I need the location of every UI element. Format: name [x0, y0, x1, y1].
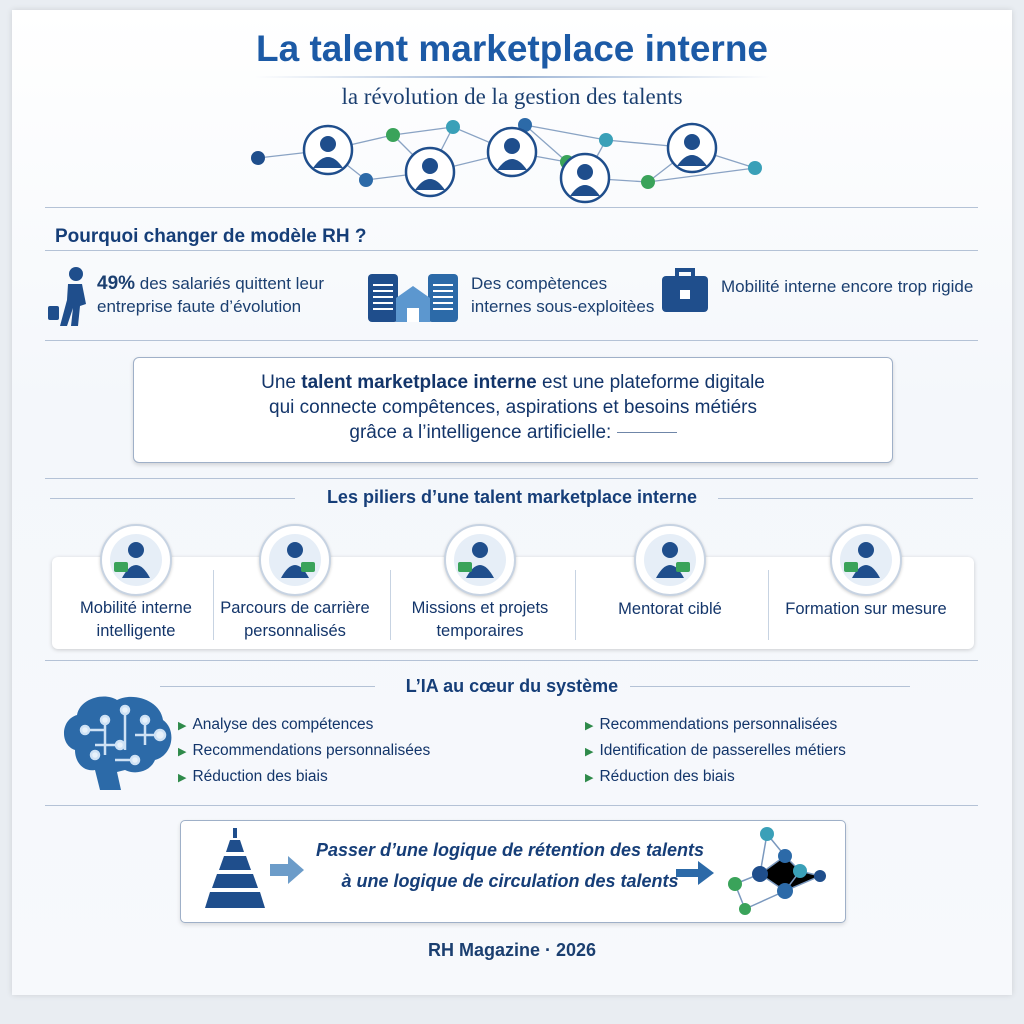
pillar-label-line: Formation sur mesure [785, 600, 947, 618]
pillars-heading: Les piliers d’une talent marketplace int… [326, 487, 698, 507]
stat-mobility: Mobilité interne encore trop rigide [721, 277, 974, 296]
footer-credit: RH Magazine · 2026 [427, 940, 597, 960]
person-avatar-icon [666, 122, 718, 174]
ai-feature-item: ▶ Analyse des compétences [178, 716, 373, 734]
bullet-arrow-icon: ▶ [585, 746, 594, 758]
ai-feature-text: Identification de passerelles métiers [599, 742, 846, 759]
divider [45, 805, 978, 806]
person-avatar-icon [404, 146, 456, 198]
divider [45, 340, 978, 341]
definition-line-1: Une talent marketplace interne est une p… [134, 370, 892, 395]
separator [213, 570, 214, 640]
ai-feature-text: Recommendations personnalisées [599, 716, 838, 733]
bullet-arrow-icon: ▶ [178, 772, 187, 784]
ai-feature-item: ▶ Identification de passerelles métiers [585, 742, 846, 760]
talent-network-icon [676, 827, 826, 915]
network-node [641, 175, 655, 189]
stat-attrition: 49% des salariés quittent leur entrepris… [97, 272, 352, 318]
network-link [647, 167, 756, 183]
pillar-label: Formation sur mesure [774, 598, 958, 621]
separator [768, 570, 769, 640]
definition-bold: talent marketplace interne [301, 372, 537, 393]
network-node [518, 118, 532, 132]
person-avatar-icon [486, 126, 538, 178]
pillar-label: Parcours de carrière personnalisés [203, 597, 387, 643]
page-subtitle: la révolution de la gestion des talents [341, 84, 683, 109]
definition-text: Une [261, 372, 302, 393]
pillar-label-line: temporaires [436, 622, 524, 640]
conclusion-line-2: à une logique de circulation des talents [341, 871, 679, 891]
divider [45, 478, 978, 479]
person-avatar-icon [302, 124, 354, 176]
heading-line [50, 498, 295, 499]
mentor-icon [634, 524, 706, 596]
missions-icon [444, 524, 516, 596]
network-node [748, 161, 762, 175]
network-node [446, 120, 460, 134]
graduation-cap-icon [830, 524, 902, 596]
network-link [392, 126, 454, 136]
pillar-label-line: Mentorat ciblé [618, 600, 722, 618]
ai-brain-icon [63, 696, 172, 790]
separator [575, 570, 576, 640]
heading-line [630, 686, 910, 687]
ai-feature-text: Réduction des biais [599, 768, 735, 785]
briefcase-icon [662, 268, 708, 312]
network-node [251, 151, 265, 165]
ai-feature-item: ▶ Recommendations personnalisées [178, 742, 430, 760]
ai-feature-item: ▶ Réduction des biais [585, 768, 735, 786]
network-node [386, 128, 400, 142]
network-link [524, 124, 568, 163]
ai-heading: L’IA au cœur du système [405, 676, 619, 696]
definition-text: est une plateforme digitale [536, 372, 765, 393]
divider [45, 207, 978, 208]
people-network-illustration [251, 118, 762, 204]
network-link [524, 124, 607, 141]
separator [390, 570, 391, 640]
bullet-arrow-icon: ▶ [585, 772, 594, 784]
divider [45, 250, 978, 251]
ai-feature-item: ▶ Réduction des biais [178, 768, 328, 786]
pillar-label: Missions et projets temporaires [388, 597, 572, 643]
decorative-line [616, 432, 677, 434]
pillar-label-line: intelligente [96, 622, 176, 640]
network-node [599, 133, 613, 147]
title-underline [255, 76, 770, 78]
pyramid-to-arrow-icon [205, 828, 304, 908]
page-title: La talent marketplace interne [255, 28, 769, 69]
divider [45, 660, 978, 661]
buildings-icon [368, 274, 458, 322]
pillar-label: Mentorat ciblé [578, 598, 762, 621]
pillar-label: Mobilité interne intelligente [44, 597, 228, 643]
heading-line [718, 498, 973, 499]
mobility-icon [100, 524, 172, 596]
pillar-label-line: personnalisés [244, 622, 346, 640]
ai-feature-text: Réduction des biais [192, 768, 328, 785]
walking-person-icon [48, 267, 86, 326]
definition-box: Une talent marketplace interne est une p… [133, 357, 893, 463]
network-node [359, 173, 373, 187]
bullet-arrow-icon: ▶ [585, 720, 594, 732]
pillar-label-line: Parcours de carrière [220, 599, 370, 617]
ai-feature-item: ▶ Recommendations personnalisées [585, 716, 837, 734]
why-heading: Pourquoi changer de modèle RH ? [55, 226, 367, 247]
pillar-label-line: Mobilité interne [80, 599, 192, 617]
definition-line-3: grâce a l’intelligence artificielle: [134, 420, 892, 445]
stat-text: des salariés quittent leur entreprise fa… [97, 274, 325, 316]
bullet-arrow-icon: ▶ [178, 746, 187, 758]
stat-highlight: 49% [97, 273, 136, 294]
conclusion-line-1: Passer d’une logique de rétention des ta… [315, 840, 705, 860]
person-avatar-icon [559, 152, 611, 204]
conclusion-text: Passer d’une logique de rétention des ta… [290, 835, 730, 897]
bullet-arrow-icon: ▶ [178, 720, 187, 732]
definition-line-2: qui connecte compêtences, aspirations et… [269, 397, 757, 418]
heading-line [160, 686, 375, 687]
ai-feature-text: Recommendations personnalisées [192, 742, 431, 759]
stat-skills: Des compètences internes sous-exploitèes [471, 274, 655, 316]
definition-text: grâce a l’intelligence artificielle: [349, 422, 612, 443]
pillar-label-line: Missions et projets [411, 599, 549, 617]
career-path-icon [259, 524, 331, 596]
ai-feature-text: Analyse des compétences [192, 716, 374, 733]
